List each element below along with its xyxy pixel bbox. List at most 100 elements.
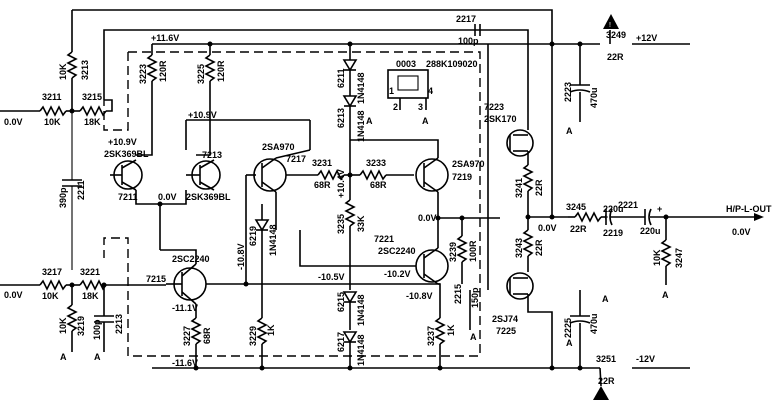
mid-voltage: 0.0V (538, 223, 557, 233)
ground-label: A (366, 116, 373, 126)
c2223-ref: 2223 (563, 82, 573, 102)
r3249-ref: 3249 (606, 30, 626, 40)
r3221-ref: 3221 (80, 267, 100, 277)
q7225-ref: 7225 (496, 326, 516, 336)
ic-pin2: 2 (393, 102, 398, 112)
r3237-ref: 3237 (426, 326, 436, 346)
input-bottom-voltage: 0.0V (4, 290, 23, 300)
q7215-part: 2SC2240 (172, 254, 210, 264)
r3251-ref: 3251 (596, 354, 616, 364)
q7215-ref: 7215 (146, 274, 166, 284)
q7211-part: 2SK369BL (104, 149, 149, 159)
r3247-ref: 3247 (674, 248, 684, 268)
output-voltage: 0.0V (732, 227, 751, 237)
r3239-ref: 3239 (448, 242, 458, 262)
node-v-10-9: +10.9V (188, 110, 217, 120)
board-code: 288K109020 (426, 59, 478, 69)
svg-text:+: + (657, 204, 662, 214)
node-v-0-0-src: 0.0V (158, 192, 177, 202)
r3237-value: 1K (446, 324, 456, 336)
ground-label: A (60, 352, 67, 362)
c2225-value: 470u (589, 313, 599, 334)
q7223-part: 2SK170 (484, 114, 517, 124)
q7225-part: 2SJ74 (492, 314, 518, 324)
r3213-ref: 3213 (80, 60, 90, 80)
d6215-ref: 6215 (336, 292, 346, 312)
r3219-ref: 3219 (76, 316, 86, 336)
q7217-part: 2SA970 (262, 142, 295, 152)
r3241-value: 22R (534, 179, 544, 196)
svg-text:!: ! (609, 22, 611, 29)
r3229-ref: 3229 (248, 326, 258, 346)
ground-label: A (662, 290, 669, 300)
c2217-ref: 2217 (456, 14, 476, 24)
r3217-ref: 3217 (42, 267, 62, 277)
r3243-value: 22R (534, 239, 544, 256)
c2211-value: 390p (58, 187, 68, 208)
d6217-part: 1N4148 (356, 334, 366, 366)
ground-label: A (566, 126, 573, 136)
node-v-10-4: +10.4V (336, 169, 346, 198)
r3241-ref: 3241 (514, 178, 524, 198)
d6215-part: 1N4148 (356, 294, 366, 326)
d6211-ref: 6211 (336, 68, 346, 88)
r3227-ref: 3227 (182, 326, 192, 346)
rail-neg12-label: -12V (636, 354, 655, 364)
r3231-ref: 3231 (312, 158, 332, 168)
r3233-value: 68R (370, 180, 387, 190)
r3211-ref: 3211 (42, 92, 62, 102)
r3219-value: 10K (58, 317, 68, 334)
rail-pos11-6-label: +11.6V (151, 33, 179, 43)
c2221-ref: 2221 (618, 200, 638, 210)
ground-label: A (602, 294, 609, 304)
output-label: H/P-L-OUT (726, 204, 772, 214)
c2213-ref: 2213 (114, 314, 124, 334)
ic-pin4: 4 (428, 86, 433, 96)
r3227-value: 68R (202, 327, 212, 344)
node-v-10-5: -10.5V (318, 272, 345, 282)
ic-pin3: 3 (418, 102, 423, 112)
ground-triangle-icon (593, 386, 609, 400)
q7213-ref: 7213 (202, 150, 222, 160)
svg-text:+: + (603, 212, 608, 222)
c2221-value: 220u (640, 226, 661, 236)
q7219-part: 2SA970 (452, 159, 485, 169)
rail-pos12-label: +12V (636, 33, 657, 43)
c2219-ref: 2219 (603, 228, 623, 238)
ground-label: A (566, 338, 573, 348)
q7221-part: 2SC2240 (378, 246, 416, 256)
q7213-part: 2SK369BL (186, 192, 231, 202)
r3225-value: 120R (216, 60, 226, 82)
r3223-value: 120R (158, 60, 168, 82)
input-top-voltage: 0.0V (4, 117, 23, 127)
d6211-part: 1N4148 (356, 72, 366, 104)
r3213-value: 10K (58, 63, 68, 80)
node-v-10-8: -10.8V (406, 291, 433, 301)
d6217-ref: 6217 (336, 332, 346, 352)
r3229-value: 1K (266, 324, 276, 336)
ground-triangle-icon (603, 14, 619, 29)
q7211-volt: +10.9V (108, 137, 137, 147)
r3247-value: 10K (652, 249, 662, 266)
d6219-ref: 6219 (248, 226, 258, 246)
r3221-value: 18K (82, 291, 99, 301)
r3223-ref: 3223 (138, 64, 148, 84)
d6213-part: 1N4148 (356, 110, 366, 142)
c2213-value: 100p (92, 319, 102, 340)
d6213-ref: 6213 (336, 108, 346, 128)
ground-label: A (470, 332, 477, 342)
r3225-ref: 3225 (196, 64, 206, 84)
r3249-value: 22R (607, 52, 624, 62)
r3245-value: 22R (570, 224, 587, 234)
r3215-value: 18K (84, 117, 101, 127)
r3243-ref: 3243 (514, 238, 524, 258)
ground-label: A (94, 352, 101, 362)
ground-label: A (422, 116, 429, 126)
r3239-value: 100R (468, 240, 478, 262)
c2219-value: 220u (603, 204, 624, 214)
r3233-ref: 3233 (366, 158, 386, 168)
r3231-value: 68R (314, 180, 331, 190)
q7221-ref: 7221 (374, 234, 394, 244)
